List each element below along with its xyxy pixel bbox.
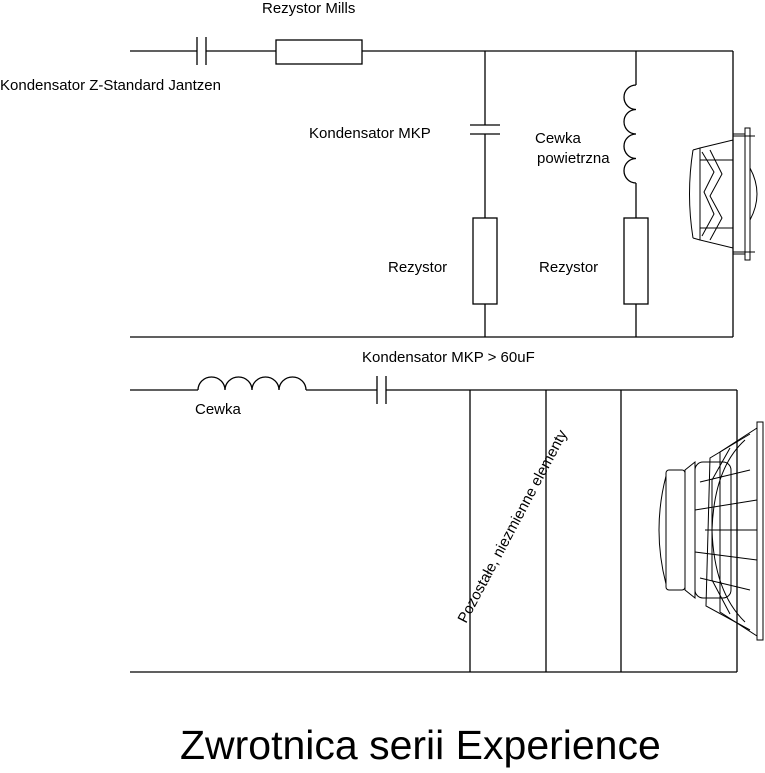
tweeter-section [130,37,734,338]
label-cap-mkp: Kondensator MKP [309,125,431,142]
resistor-mills [275,39,363,65]
label-resistor-right: Rezystor [539,259,598,276]
woofer-section [130,376,738,673]
capacitor-mkp [470,124,500,135]
label-other-elements: Pozostałe, niezmienne elementy [455,427,572,626]
diagram-title: Zwrotnica serii Experience [180,722,661,768]
label-resistor-mills: Rezystor Mills [262,0,355,17]
label-coil: Cewka [195,401,242,418]
woofer-coil [197,376,307,391]
resistor-right [623,217,649,305]
label-cap-mkp-60: Kondensator MKP > 60uF [362,349,535,366]
label-air-coil-line1: Cewka [535,130,582,147]
label-cap-jantzen: Kondensator Z-Standard Jantzen [0,77,221,94]
woofer-icon [658,421,764,641]
label-resistor-left: Rezystor [388,259,447,276]
tweeter-icon [689,127,758,261]
air-coil [623,84,637,184]
resistor-left [472,217,498,305]
capacitor-jantzen [196,37,207,65]
capacitor-mkp-60uf [376,376,387,404]
label-air-coil-line2: powietrzna [537,150,610,167]
